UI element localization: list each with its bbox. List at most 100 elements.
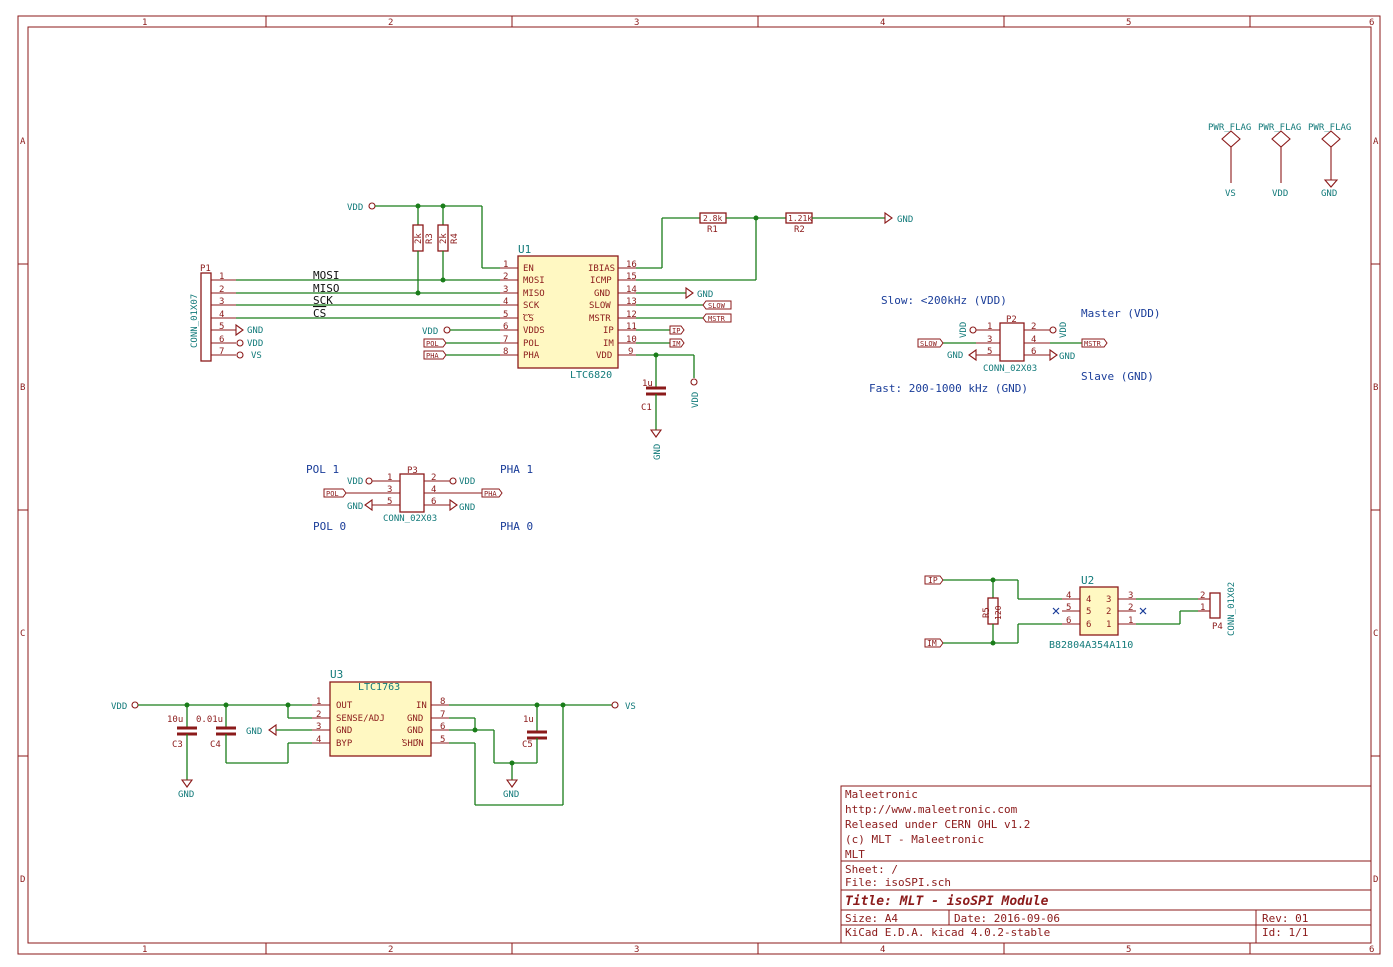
ref-r5: R5 <box>982 607 992 618</box>
tb-copyright: (c) MLT - Maleetronic <box>845 833 984 846</box>
note-pol1: POL 1 <box>306 463 339 476</box>
pin-name: SHDN <box>402 739 424 749</box>
label-pol: POL <box>326 490 339 498</box>
tb-url: http://www.maleetronic.com <box>845 803 1018 816</box>
pin-name: MSTR <box>589 314 611 324</box>
pwr-flag-label: PWR_FLAG <box>1308 123 1351 133</box>
ref-c5: C5 <box>522 740 533 750</box>
label-mstr: MSTR <box>1084 340 1102 348</box>
net-label-gnd: GND <box>247 326 263 336</box>
net-label-vdd: VDD <box>111 702 127 712</box>
pin-num: 5 <box>387 497 392 507</box>
connector-p1: P1 CONN_01X07 1 2 3 4 5 6 7 GND VDD VS <box>190 264 263 362</box>
value-c3: 10u <box>167 715 183 725</box>
pin-num: 7 <box>503 335 508 345</box>
u1-right-nets: GND 2.8k R1 1.21k R2 GND SLOW MSTR IP IM… <box>636 211 913 460</box>
frame-column-labels-bottom: 1 2 3 4 5 6 <box>142 945 1374 955</box>
net-label-vdd: VDD <box>691 392 701 408</box>
pin-num: 8 <box>503 347 508 357</box>
pin-num: 11 <box>626 322 637 332</box>
row-label: C <box>1373 629 1378 639</box>
net-label-vdd: VDD <box>347 477 363 487</box>
pin-name: SLOW <box>589 301 611 311</box>
ref-p4: P4 <box>1212 622 1223 632</box>
pin-num: 2 <box>1128 603 1133 613</box>
pin-num: 16 <box>626 260 637 270</box>
pin-num: 12 <box>626 310 637 320</box>
label-pha: PHA <box>426 352 439 360</box>
pin-num: 14 <box>626 285 637 295</box>
value-p1: CONN_01X07 <box>190 294 200 348</box>
net-cs: CS <box>313 307 326 320</box>
pin-num: 8 <box>440 697 445 707</box>
pin-num: 6 <box>431 497 436 507</box>
tb-date: Date: 2016-09-06 <box>954 912 1060 925</box>
pin-num: 3 <box>503 285 508 295</box>
pin-num: 10 <box>626 335 637 345</box>
pin-num: 1 <box>1128 616 1133 626</box>
pin-num: 1 <box>387 473 392 483</box>
pin-num: 7 <box>440 710 445 720</box>
pin-num: 3 <box>987 335 992 345</box>
value-u3: LTC1763 <box>358 682 400 693</box>
tb-tool: KiCad E.D.A. kicad 4.0.2-stable <box>845 926 1050 939</box>
pin-num: 15 <box>626 272 637 282</box>
col-label: 4 <box>880 945 885 955</box>
pin-num: 6 <box>440 722 445 732</box>
ref-r3: R3 <box>425 233 435 244</box>
pin-num: 1 <box>1106 620 1111 630</box>
connector-p2: Slow: <200kHz (VDD) Fast: 200-1000 kHz (… <box>869 294 1160 395</box>
value-p4: CONN_01X02 <box>1227 582 1237 636</box>
pin-num: 9 <box>628 347 633 357</box>
drawing-frame <box>17 15 1381 955</box>
pin-num: 3 <box>1128 591 1133 601</box>
pin-name: VDD <box>596 351 612 361</box>
pin-num: 6 <box>1086 620 1091 630</box>
pin-name: IBIAS <box>588 264 615 274</box>
tb-id: Id: 1/1 <box>1262 926 1308 939</box>
col-label: 5 <box>1126 945 1131 955</box>
row-label: C <box>20 629 25 639</box>
u1-left-nets: VDD POL PHA <box>422 326 500 360</box>
net-label-vdd: VDD <box>347 203 363 213</box>
pin-num: 4 <box>219 310 224 320</box>
col-label: 1 <box>142 18 147 28</box>
pin-name: GND <box>407 726 423 736</box>
net-label-gnd: GND <box>697 290 713 300</box>
pin-name: GND <box>407 714 423 724</box>
note-fast: Fast: 200-1000 kHz (GND) <box>869 382 1028 395</box>
pin-name: GND <box>594 289 610 299</box>
ref-c4: C4 <box>210 740 221 750</box>
pin-num: 3 <box>316 722 321 732</box>
pin-num: 3 <box>387 485 392 495</box>
pin-num: 5 <box>987 347 992 357</box>
pin-num: 4 <box>316 735 321 745</box>
pin-num: 6 <box>1066 616 1071 626</box>
connector-p3: POL 1 POL 0 PHA 1 PHA 0 P3 CONN_02X03 1 … <box>306 463 533 533</box>
col-label: 2 <box>388 945 393 955</box>
net-label-gnd: GND <box>459 503 475 513</box>
net-label-gnd: GND <box>947 351 963 361</box>
value-r5: 120 <box>994 605 1003 620</box>
ref-u2: U2 <box>1081 574 1094 587</box>
pin-num: 4 <box>1086 595 1091 605</box>
value-p2: CONN_02X03 <box>983 364 1037 374</box>
pin-num: 2 <box>1031 322 1036 332</box>
value-u2: B82804A354A110 <box>1049 640 1133 651</box>
net-label-vdd: VDD <box>959 322 969 338</box>
value-p3: CONN_02X03 <box>383 514 437 524</box>
tb-short: MLT <box>845 848 865 861</box>
net-label-gnd: GND <box>503 790 519 800</box>
pin-num: 13 <box>626 297 637 307</box>
net-label-vdd: VDD <box>422 327 438 337</box>
pin-num: 5 <box>440 735 445 745</box>
pin-name: EN <box>523 264 534 274</box>
tb-company: Maleetronic <box>845 788 918 801</box>
net-label-vs: VS <box>1225 189 1236 199</box>
pin-num: 2 <box>316 710 321 720</box>
pin-num: 6 <box>503 322 508 332</box>
col-label: 2 <box>388 18 393 28</box>
pwr-flag-vdd: PWR_FLAG VDD <box>1258 123 1301 199</box>
pin-name: POL <box>523 339 539 349</box>
